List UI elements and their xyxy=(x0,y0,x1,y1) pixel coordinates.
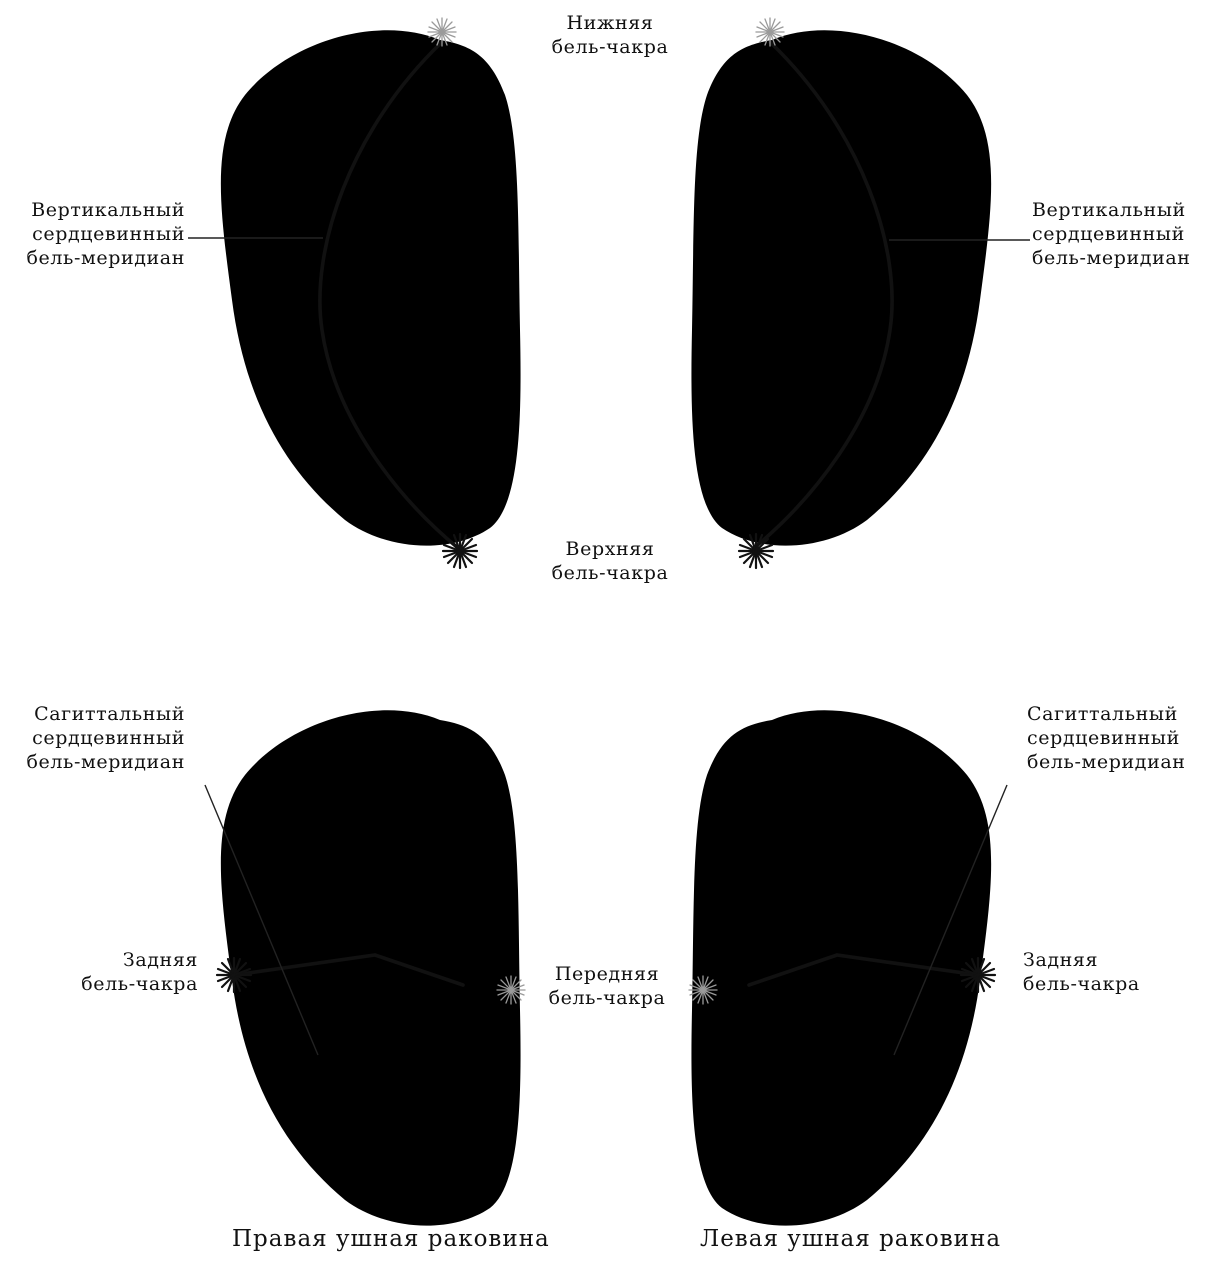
posterior-chakra-star-left xyxy=(961,958,995,992)
anterior-chakra-label: Передняя бель-чакра xyxy=(527,962,687,1010)
vertical-meridian-label-right: Вертикальный сердцевинный бель-меридиан xyxy=(0,198,185,270)
anterior-chakra-star-left xyxy=(689,976,717,1004)
sagittal-meridian-label-left: Сагиттальный сердцевинный бель-меридиан xyxy=(1027,702,1212,774)
bottom-left-ear xyxy=(691,710,991,1225)
left-ear-caption: Левая ушная раковина xyxy=(700,1226,1001,1252)
upper-chakra-star-right xyxy=(443,534,477,568)
anterior-chakra-star-right xyxy=(497,976,525,1004)
posterior-chakra-label-right: Задняя бель-чакра xyxy=(40,948,198,996)
upper-chakra-star-left xyxy=(739,534,773,568)
lower-chakra-star-left xyxy=(756,18,784,46)
posterior-chakra-label-left: Задняя бель-чакра xyxy=(1023,948,1193,996)
top-right-ear xyxy=(221,30,521,545)
lower-chakra-label: Нижняя бель-чакра xyxy=(530,11,690,59)
top-left-ear xyxy=(691,30,991,545)
posterior-chakra-star-right xyxy=(217,958,251,992)
bottom-right-ear xyxy=(221,710,521,1225)
right-ear-caption: Правая ушная раковина xyxy=(232,1226,550,1252)
sagittal-meridian-label-right: Сагиттальный сердцевинный бель-меридиан xyxy=(0,702,185,774)
upper-chakra-label: Верхняя бель-чакра xyxy=(530,537,690,585)
lower-chakra-star-right xyxy=(428,18,456,46)
vertical-meridian-label-left: Вертикальный сердцевинный бель-меридиан xyxy=(1032,198,1212,270)
